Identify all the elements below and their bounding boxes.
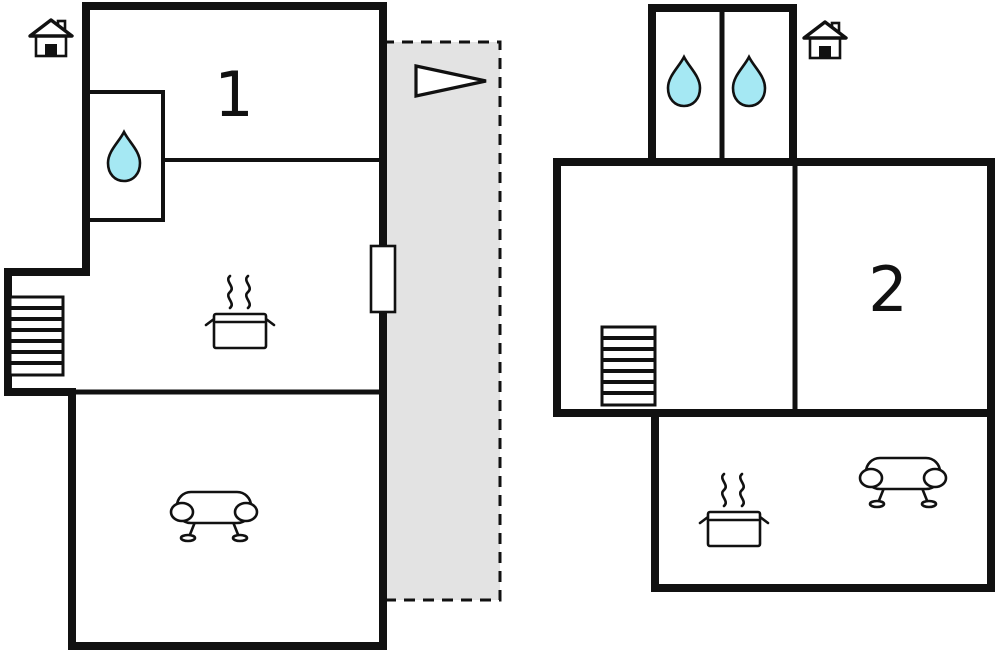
entrance-icon [802, 20, 848, 60]
unit2-label: 2 [868, 253, 907, 326]
unit1-bathroom-wall [86, 90, 165, 222]
flag-icon [414, 64, 487, 98]
terrace-area [381, 40, 502, 602]
unit1-label: 1 [214, 58, 253, 131]
door-icon [369, 244, 397, 314]
stairs-icon [8, 295, 65, 377]
stairs-icon [600, 325, 657, 407]
unit2-living-walls [651, 409, 995, 592]
entrance-icon [28, 18, 74, 58]
